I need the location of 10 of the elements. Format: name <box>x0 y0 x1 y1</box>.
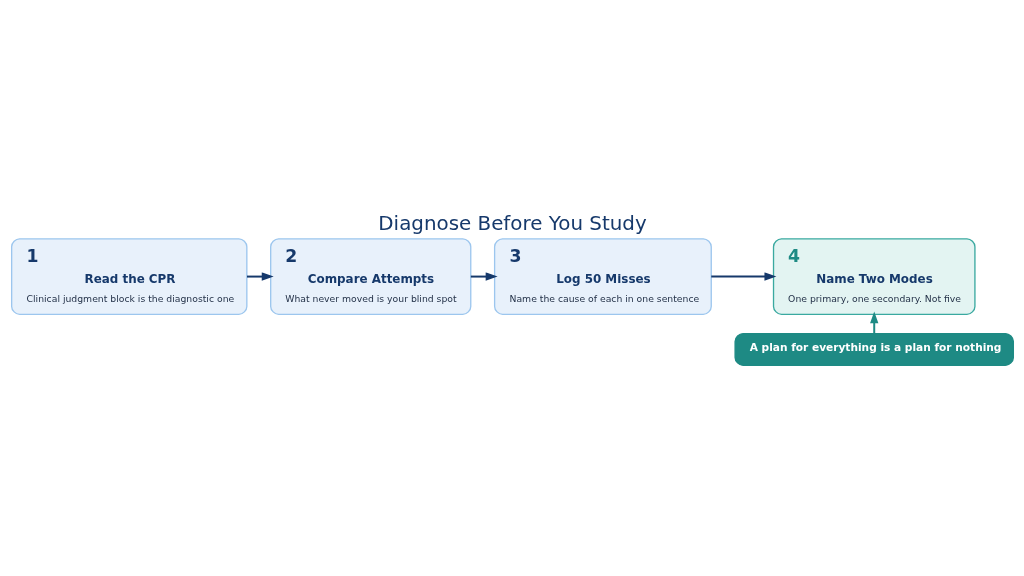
node-box: 1 Read the CPR Clinical judgment block is the diagnostic one <box>10 237 247 315</box>
node-box: 3 Log 50 Misses Name the cause of each in one sentence <box>493 237 712 315</box>
arrow <box>869 310 878 334</box>
diagram-title: Diagnose Before You Study <box>377 211 647 235</box>
node-box: 4 Name Two Modes One primary, one secondary. Not five <box>772 237 976 315</box>
arrow <box>709 271 776 281</box>
node-box: 2 Compare Attempts What never moved is your blind spot <box>269 237 471 315</box>
node-box: A plan for everything is a plan for nothing <box>733 332 1014 366</box>
arrow <box>245 271 274 281</box>
arrow <box>469 271 498 281</box>
